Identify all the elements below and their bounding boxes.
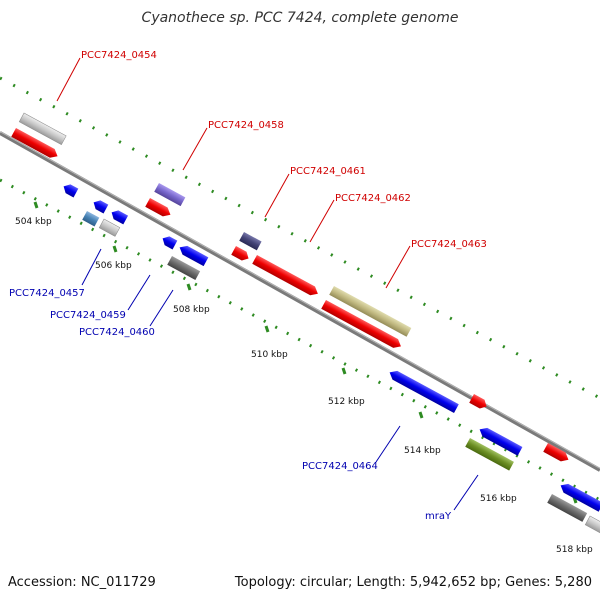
gene-label[interactable]: PCC7424_0464 <box>302 461 378 472</box>
gene-label[interactable]: mraY <box>425 511 452 522</box>
gene-label[interactable]: PCC7424_0458 <box>208 120 284 131</box>
gene-label[interactable]: PCC7424_0454 <box>81 50 157 61</box>
tick-label: 514 kbp <box>404 446 441 456</box>
gene-arrow[interactable] <box>387 368 459 414</box>
genome-backbone <box>0 131 600 472</box>
tick-label: 504 kbp <box>15 217 52 227</box>
gene-arrow[interactable] <box>18 112 67 146</box>
map-title: Cyanothece sp. PCC 7424, complete genome <box>142 10 459 26</box>
tick-label: 508 kbp <box>173 305 210 315</box>
gene-arrow[interactable] <box>145 198 173 219</box>
gene-labels: PCC7424_0454 PCC7424_0458 PCC7424_0461 P… <box>9 50 487 522</box>
gene-arrow[interactable] <box>154 183 186 207</box>
gene-label[interactable]: PCC7424_0461 <box>290 166 366 177</box>
tick-track-inner <box>0 178 600 502</box>
gene-arrow[interactable] <box>239 232 262 251</box>
gene-arrow[interactable] <box>584 515 600 535</box>
gene-arrow[interactable] <box>558 481 600 512</box>
gene-arrow[interactable] <box>321 300 403 351</box>
forward-strand-genes <box>11 112 571 464</box>
gene-arrow[interactable] <box>465 438 514 471</box>
gene-arrow[interactable] <box>477 425 523 456</box>
gene-arrow[interactable] <box>469 394 489 411</box>
gene-arrow[interactable] <box>329 286 412 337</box>
genome-summary-text: Topology: circular; Length: 5,942,652 bp… <box>234 575 592 590</box>
gene-arrow[interactable] <box>543 443 571 464</box>
reverse-label-leaders <box>81 248 479 511</box>
gene-arrow[interactable] <box>11 128 60 161</box>
gene-arrow[interactable] <box>231 246 251 263</box>
tick-label: 506 kbp <box>95 261 132 271</box>
gene-arrow[interactable] <box>109 208 129 225</box>
gene-label[interactable]: PCC7424_0462 <box>335 193 411 204</box>
gene-arrow[interactable] <box>167 256 201 281</box>
genome-backbone-highlight <box>0 131 600 469</box>
tick-track-outer <box>0 76 600 400</box>
kbp-tick-labels: 504 kbp 506 kbp 508 kbp 510 kbp 512 kbp … <box>15 217 593 555</box>
gene-arrow[interactable] <box>82 211 100 227</box>
tick-label: 512 kbp <box>328 397 365 407</box>
gene-label[interactable]: PCC7424_0460 <box>79 327 155 338</box>
gene-label[interactable]: PCC7424_0463 <box>411 239 487 250</box>
gene-arrow[interactable] <box>160 234 178 250</box>
gene-label[interactable]: PCC7424_0459 <box>50 310 126 321</box>
gene-arrow[interactable] <box>91 198 109 214</box>
gene-arrow[interactable] <box>252 255 320 298</box>
gene-arrow[interactable] <box>177 243 209 267</box>
accession-text: Accession: NC_011729 <box>8 575 156 590</box>
gene-arrow[interactable] <box>61 182 79 198</box>
tick-label: 518 kbp <box>556 545 593 555</box>
forward-label-leaders <box>56 57 411 289</box>
tick-label: 516 kbp <box>480 494 517 504</box>
tick-label: 510 kbp <box>251 350 288 360</box>
gene-label[interactable]: PCC7424_0457 <box>9 288 85 299</box>
gene-arrow[interactable] <box>98 218 121 237</box>
reverse-strand-genes <box>61 182 600 535</box>
gene-arrow[interactable] <box>547 494 588 522</box>
